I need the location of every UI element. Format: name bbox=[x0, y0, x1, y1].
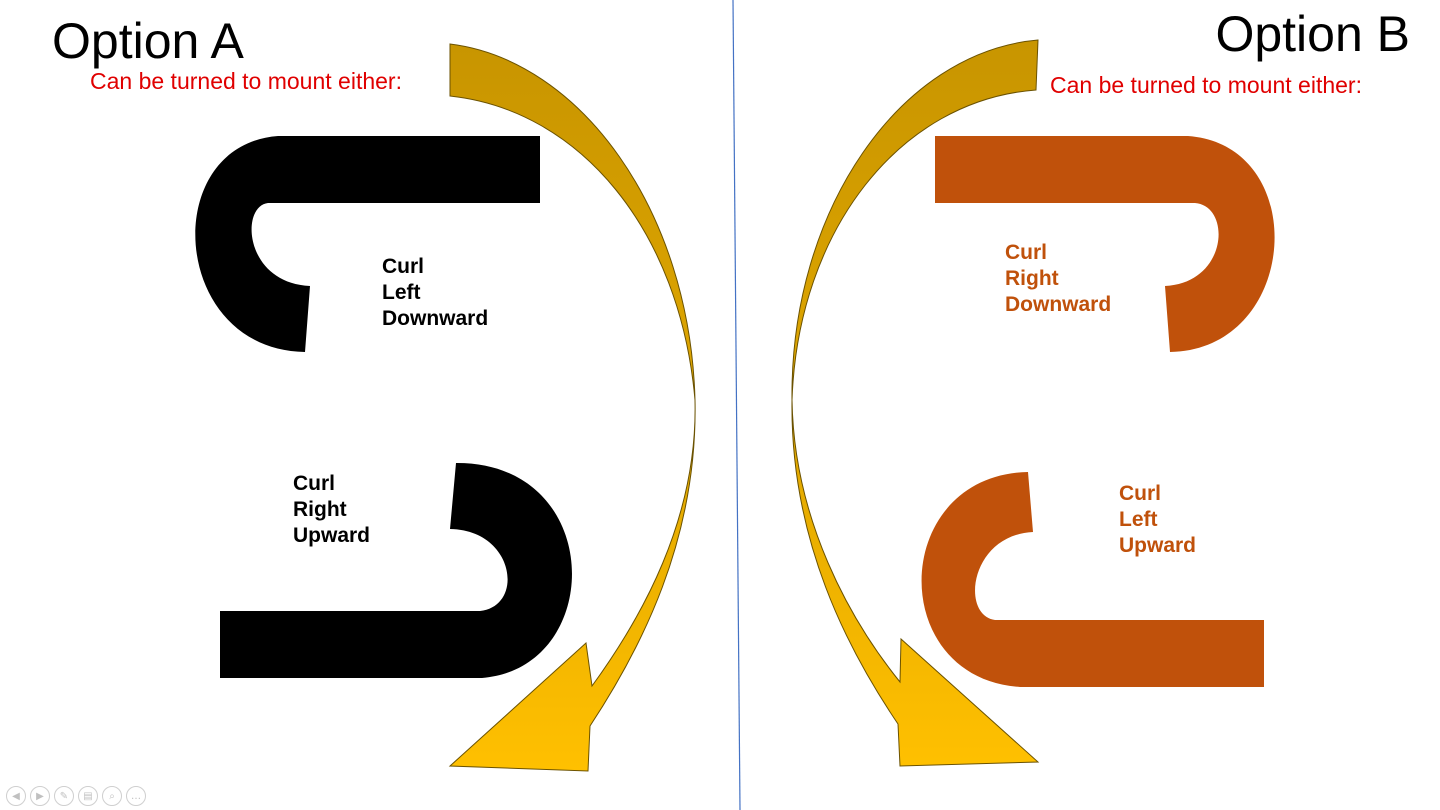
curl-label-line: Upward bbox=[1119, 534, 1197, 557]
previous-icon[interactable]: ◀ bbox=[6, 786, 26, 806]
curl-label-line: Left bbox=[382, 281, 421, 304]
curl-label-line: Curl bbox=[382, 255, 424, 278]
curl-b-bottom-shape bbox=[921, 472, 1264, 687]
option-a-subtitle: Can be turned to mount either: bbox=[90, 68, 402, 94]
slides-icon[interactable]: ▤ bbox=[78, 786, 98, 806]
option-b-subtitle: Can be turned to mount either: bbox=[1050, 72, 1362, 98]
curl-label-line: Right bbox=[293, 498, 347, 521]
curl-label-line: Downward bbox=[1005, 293, 1112, 316]
next-icon[interactable]: ▶ bbox=[30, 786, 50, 806]
option-a-curl-top-label: Curl Left Downward bbox=[382, 254, 488, 332]
divider-line bbox=[732, 0, 741, 810]
option-b-curl-top-label: Curl Right Downward bbox=[1005, 240, 1111, 318]
curl-a-top-shape bbox=[195, 136, 540, 352]
option-a-curl-bottom-label: Curl Right Upward bbox=[293, 471, 370, 549]
option-b-curl-bottom-label: Curl Left Upward bbox=[1119, 481, 1196, 559]
curl-label-line: Curl bbox=[1119, 482, 1161, 505]
curl-label-line: Curl bbox=[293, 472, 335, 495]
curl-label-line: Left bbox=[1119, 508, 1158, 531]
option-a-title: Option A bbox=[52, 13, 244, 69]
curl-b-top-shape bbox=[935, 136, 1275, 352]
more-options-icon[interactable]: … bbox=[126, 786, 146, 806]
curl-label-line: Upward bbox=[293, 524, 371, 547]
curved-arrow-b bbox=[791, 39, 1040, 767]
zoom-icon[interactable]: ⌕ bbox=[102, 786, 122, 806]
curved-arrow-a bbox=[448, 43, 696, 772]
curl-label-line: Right bbox=[1005, 267, 1059, 290]
curl-label-line: Curl bbox=[1005, 241, 1047, 264]
option-b-title: Option B bbox=[1215, 6, 1410, 62]
pen-icon[interactable]: ✎ bbox=[54, 786, 74, 806]
slideshow-controls: ◀ ▶ ✎ ▤ ⌕ … bbox=[6, 786, 146, 806]
curl-label-line: Downward bbox=[382, 307, 489, 330]
curl-a-bottom-shape bbox=[220, 462, 572, 678]
